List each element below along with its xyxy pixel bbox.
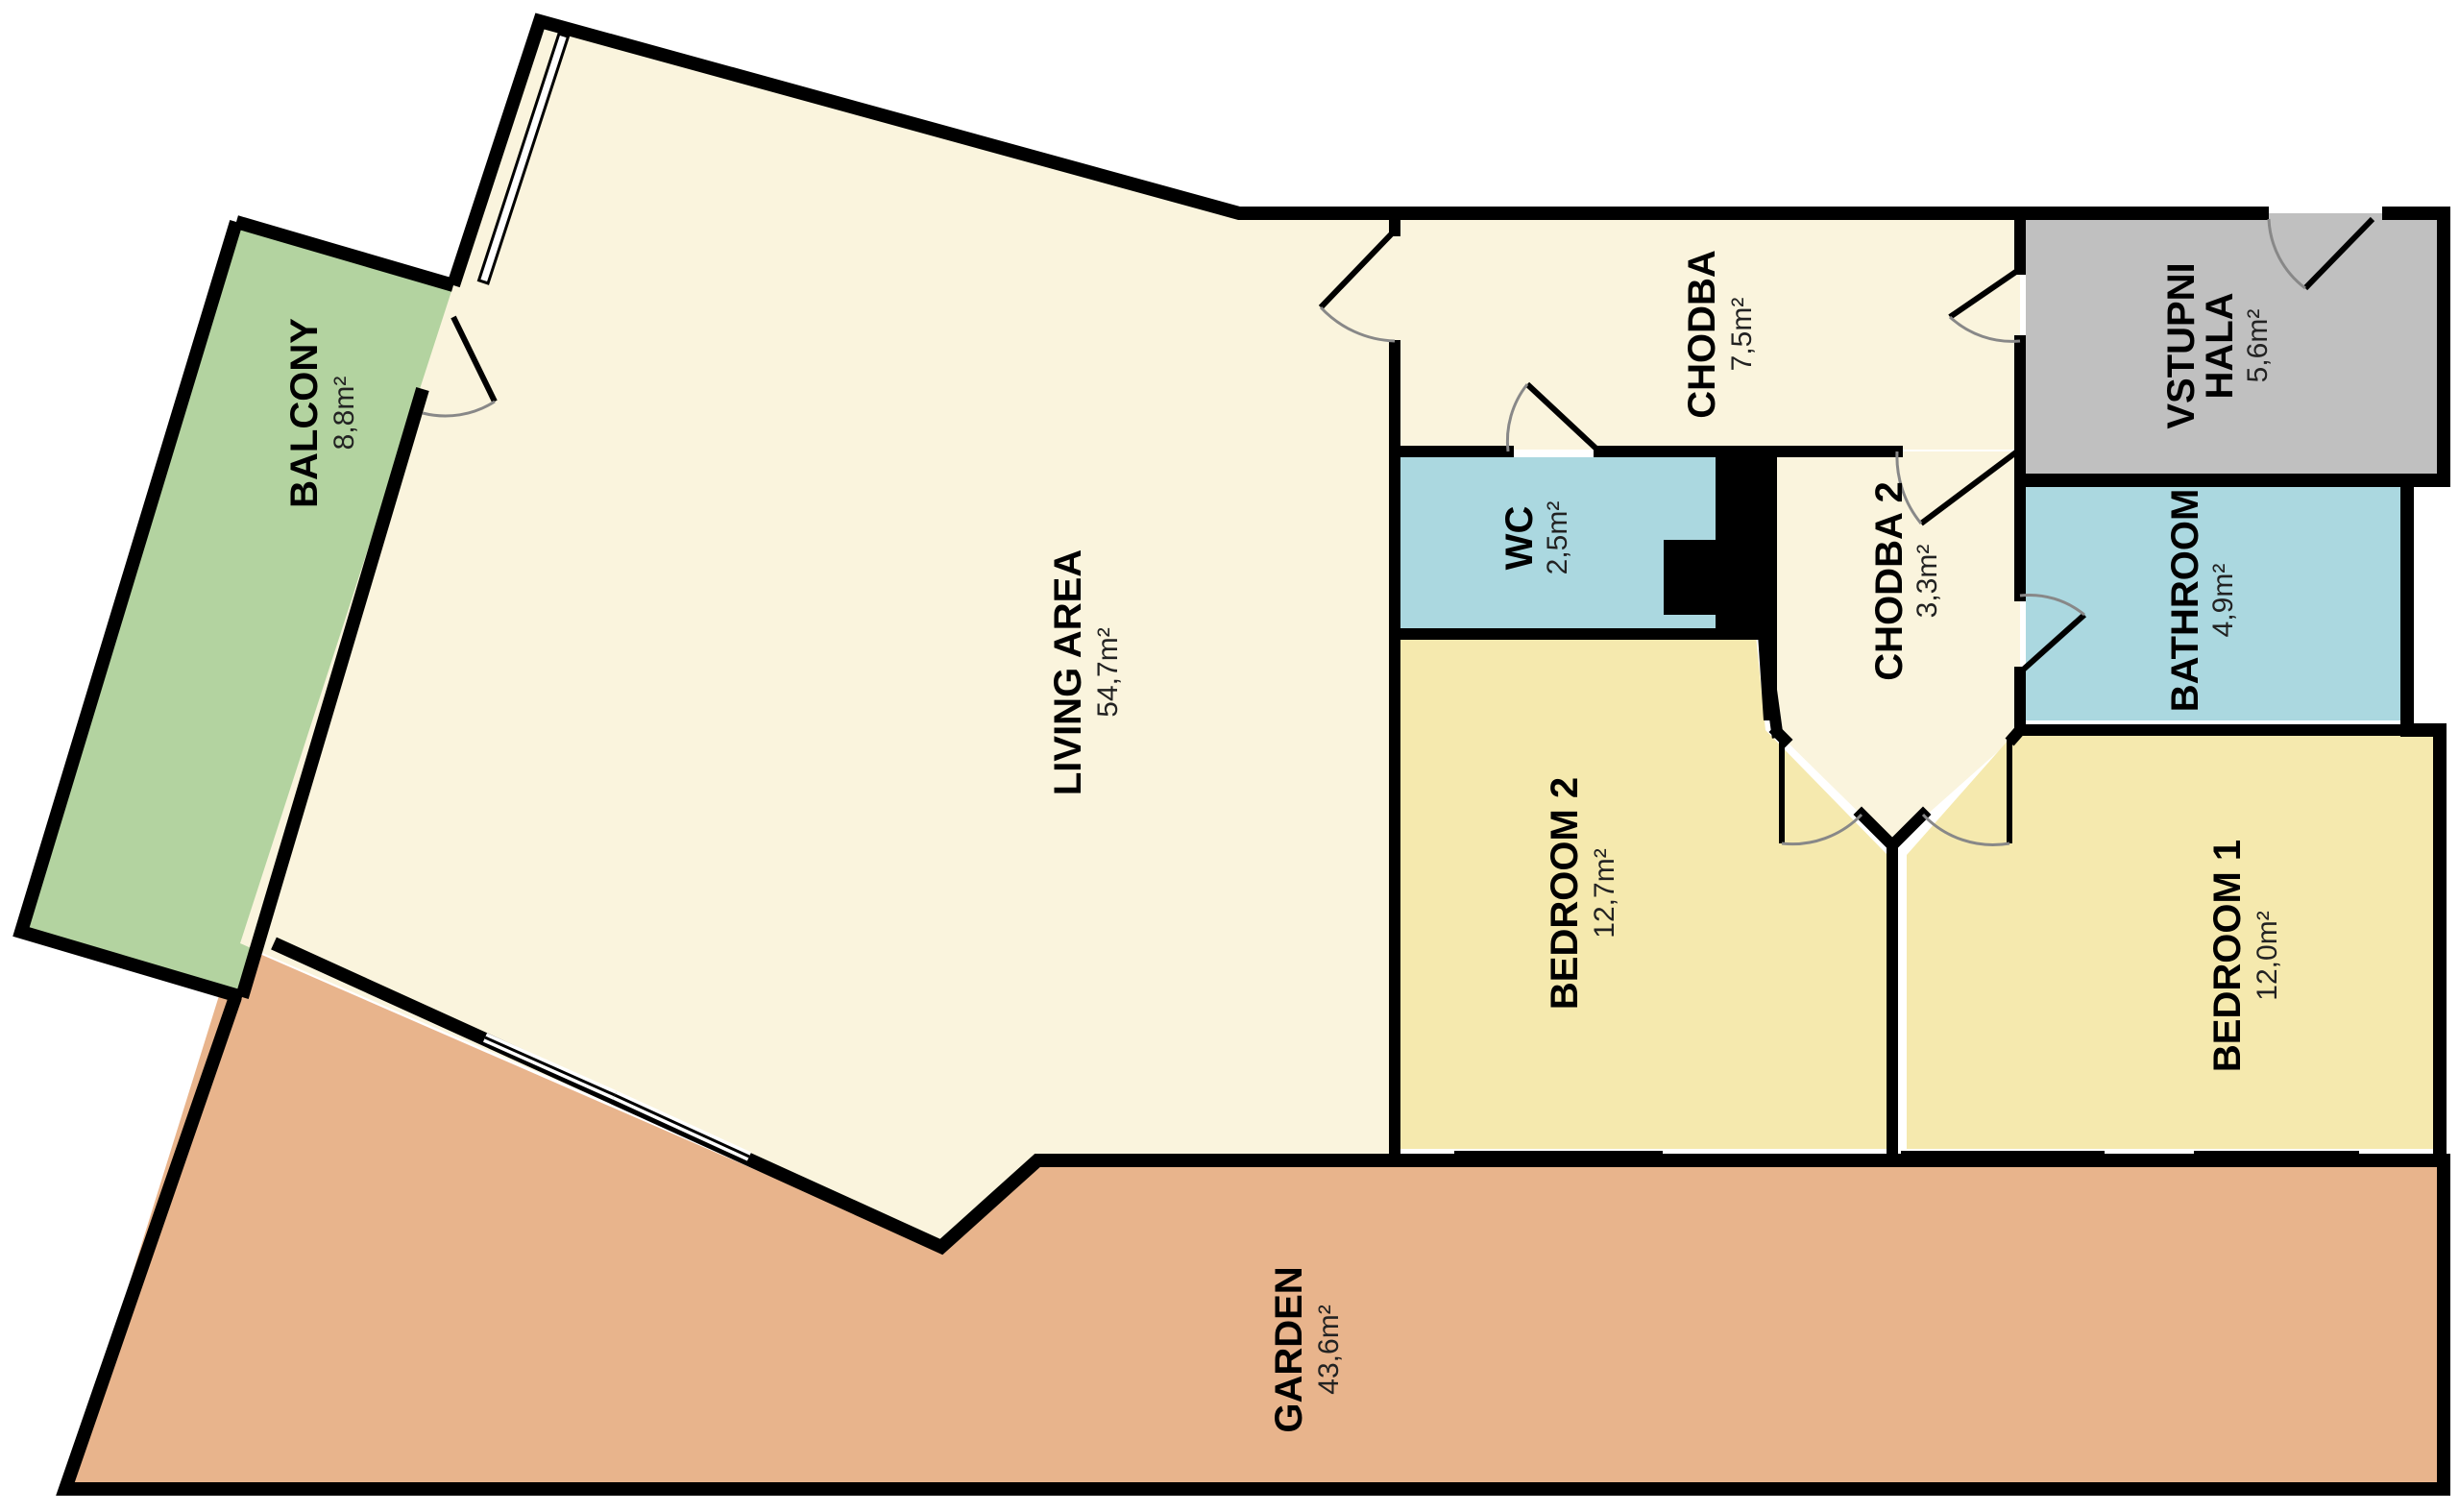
door-hall-entrance — [1948, 266, 2022, 343]
living-area-value: 54,7m² — [1092, 627, 1124, 717]
label-bathroom: BATHROOM 4,9m² — [2164, 489, 2239, 713]
room-fills — [21, 21, 2444, 1489]
label-garden: GARDEN 43,6m² — [1268, 1266, 1345, 1432]
door-chodba2 — [1895, 449, 2019, 526]
label-chodba2: CHODBA 2 3,3m² — [1868, 481, 1943, 680]
chodba-name: CHODBA — [1681, 250, 1723, 419]
chodba-area: 7,5m² — [1726, 298, 1758, 372]
label-bedroom1: BEDROOM 1 12,0m² — [2206, 840, 2283, 1072]
chodba-fill — [1395, 213, 2020, 450]
chodba2-fill — [1777, 451, 2020, 845]
door-living-corridor — [1318, 228, 1398, 343]
vstupni-area: 5,6m² — [2242, 309, 2274, 383]
balcony-area: 8,8m² — [329, 377, 360, 451]
garden-name: GARDEN — [1268, 1266, 1310, 1432]
door-entrance — [2267, 216, 2375, 291]
label-balcony: BALCONY 8,8m² — [283, 318, 360, 508]
bathroom-area: 4,9m² — [2207, 564, 2239, 638]
bathroom-name: BATHROOM — [2164, 489, 2206, 713]
doors — [422, 216, 2375, 846]
bedroom1-fill — [1907, 730, 2440, 1149]
door-bathroom — [2017, 594, 2087, 675]
balcony-name: BALCONY — [283, 318, 326, 508]
chodba2-name: CHODBA 2 — [1868, 481, 1911, 680]
wc-name: WC — [1498, 506, 1541, 571]
walls — [12, 12, 2450, 1496]
label-vstupni-hala: VSTUPNI HALA 5,6m² — [2160, 262, 2274, 428]
chodba2-area: 3,3m² — [1911, 545, 1943, 619]
living-area-name: LIVING AREA — [1047, 549, 1089, 795]
living-area-fill — [240, 21, 1395, 1247]
wc-area: 2,5m² — [1542, 501, 1573, 575]
door-bedroom1 — [1921, 740, 2012, 846]
wc-fill — [1400, 457, 1716, 632]
vstupni-name-2: HALA — [2199, 292, 2241, 399]
label-chodba: CHODBA 7,5m² — [1681, 250, 1758, 419]
bathroom-fill — [2026, 480, 2407, 720]
room-labels: LIVING AREA 54,7m² BALCONY 8,8m² CHODBA … — [283, 250, 2283, 1432]
garden-area: 43,6m² — [1313, 1305, 1345, 1394]
vstupni-name-1: VSTUPNI — [2160, 262, 2203, 428]
bedroom2-fill — [1400, 636, 1887, 1149]
bedroom1-area: 12,0m² — [2252, 911, 2283, 1000]
door-balcony — [422, 315, 498, 418]
bedroom2-name: BEDROOM 2 — [1544, 777, 1586, 1010]
garden-fill — [65, 943, 2444, 1489]
label-wc: WC 2,5m² — [1498, 501, 1573, 575]
bedroom1-name: BEDROOM 1 — [2206, 840, 2249, 1072]
balcony-fill — [21, 222, 453, 997]
label-bedroom2: BEDROOM 2 12,7m² — [1544, 777, 1620, 1010]
label-living-area: LIVING AREA 54,7m² — [1047, 549, 1124, 795]
bedroom2-area: 12,7m² — [1589, 848, 1620, 938]
door-bedroom2 — [1779, 740, 1863, 846]
vstupni-hala-fill — [2026, 213, 2444, 475]
door-wc — [1505, 381, 1602, 454]
